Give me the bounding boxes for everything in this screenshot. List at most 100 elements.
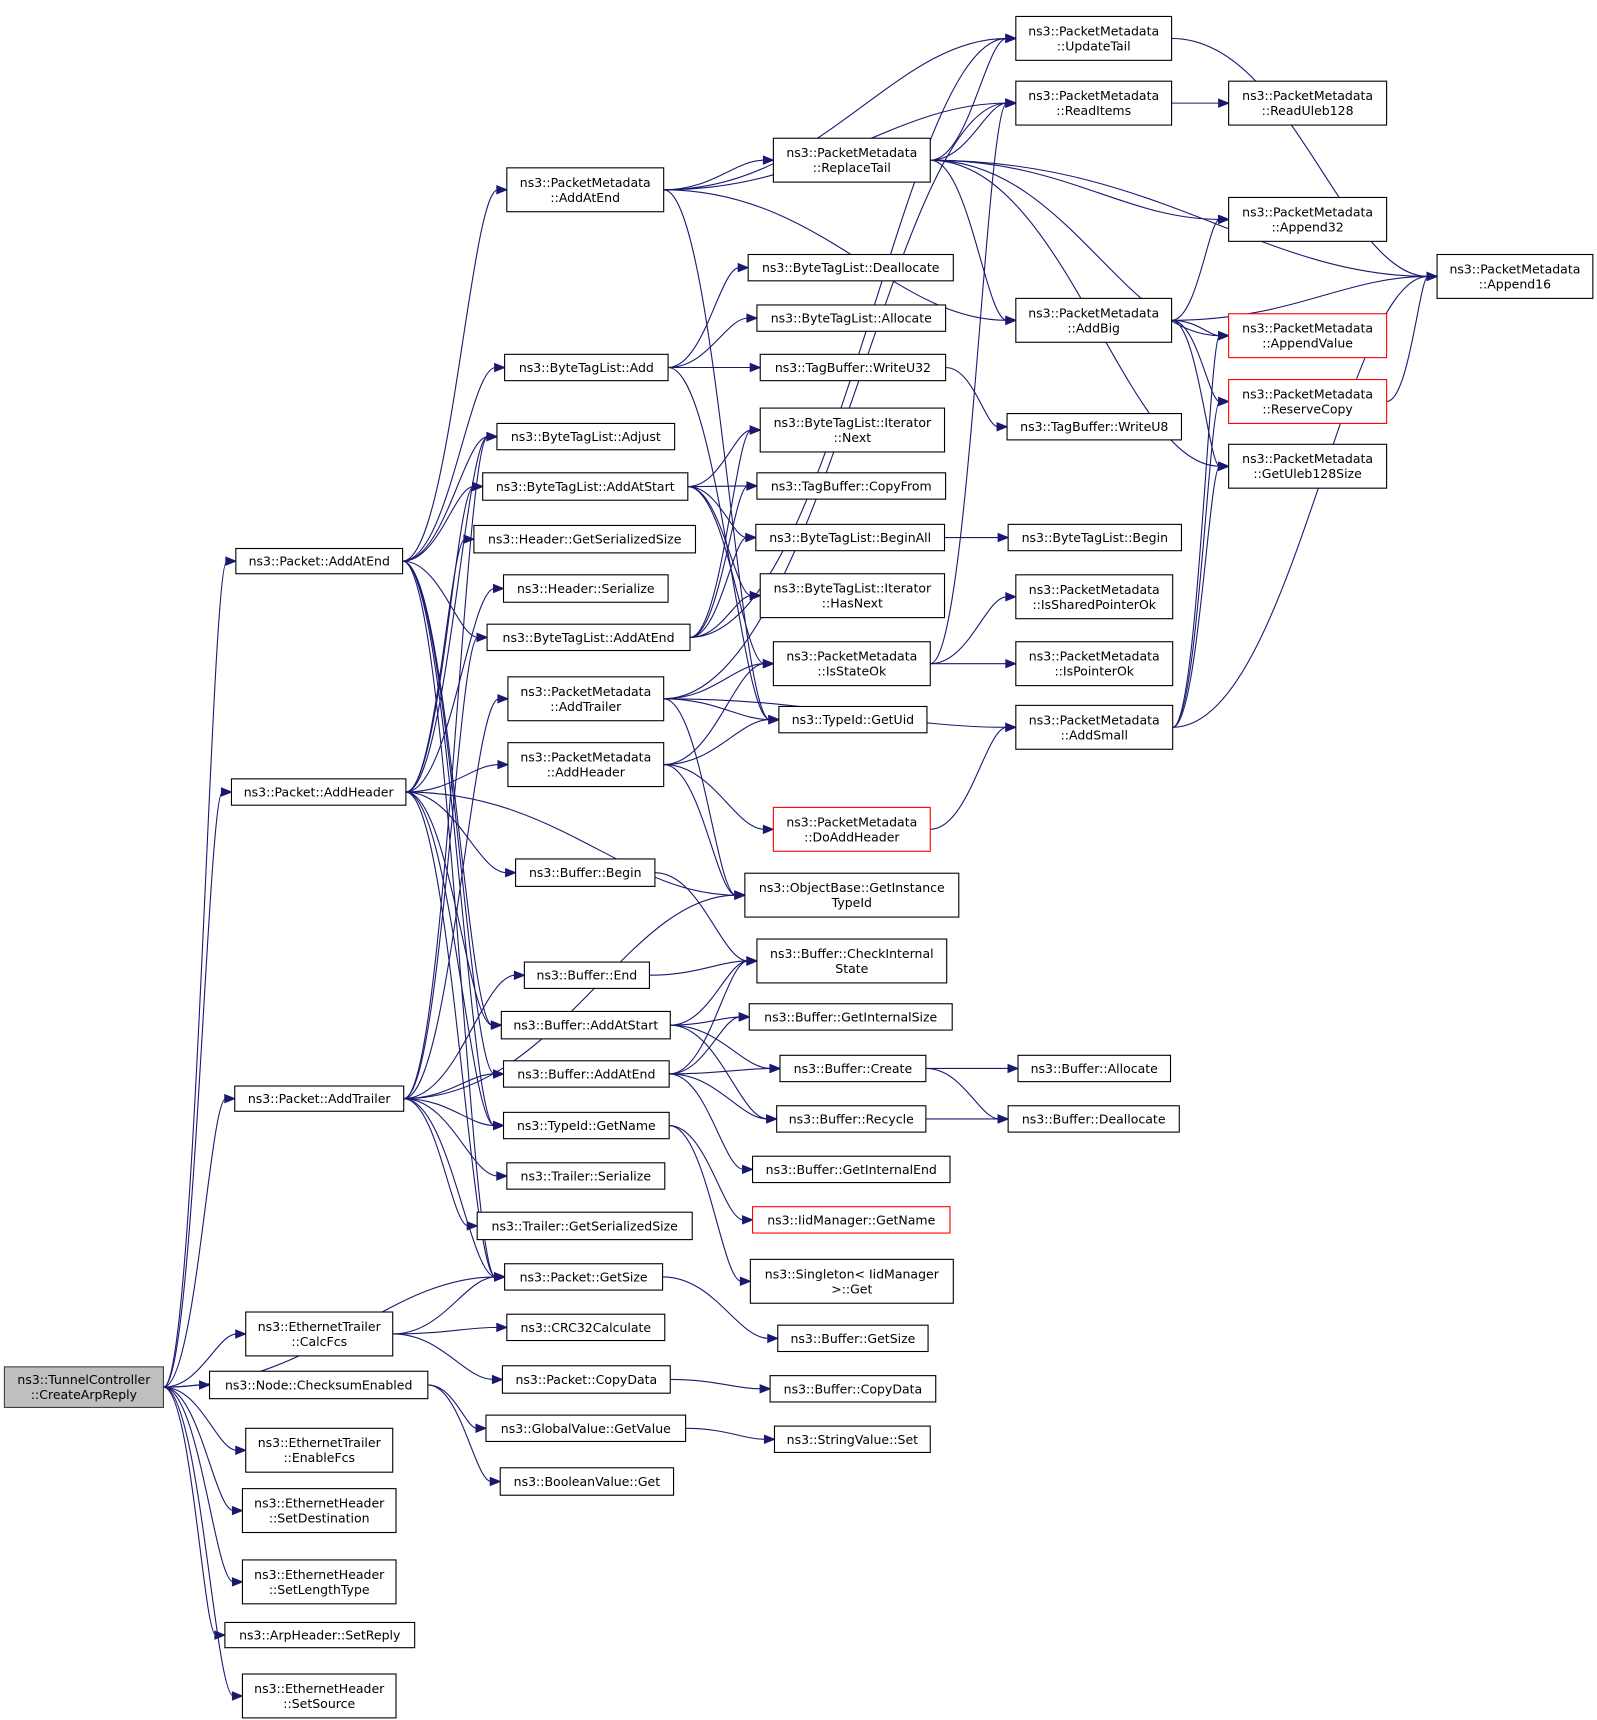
node-label: ns3::Buffer::Begin: [529, 865, 642, 880]
node-pm-getulebsize[interactable]: ns3::PacketMetadata::GetUleb128Size: [1228, 443, 1388, 489]
node-pm-readuleb[interactable]: ns3::PacketMetadata::ReadUleb128: [1228, 80, 1388, 126]
node-pm-reservecopy[interactable]: ns3::PacketMetadata::ReserveCopy: [1228, 379, 1388, 424]
node-pm-isptrok[interactable]: ns3::PacketMetadata::IsPointerOk: [1015, 641, 1174, 687]
node-ethh-setsrc[interactable]: ns3::EthernetHeader::SetSource: [241, 1673, 397, 1719]
arrowhead-icon: [497, 759, 510, 770]
node-buf-allocate[interactable]: ns3::Buffer::Allocate: [1017, 1054, 1172, 1083]
node-pm-readitems[interactable]: ns3::PacketMetadata::ReadItems: [1015, 80, 1173, 126]
node-buf-recycle[interactable]: ns3::Buffer::Recycle: [776, 1105, 927, 1133]
node-pm-addsmall[interactable]: ns3::PacketMetadata::AddSmall: [1015, 704, 1174, 750]
node-trl-serialize[interactable]: ns3::Trailer::Serialize: [506, 1162, 666, 1190]
arrowhead-icon: [1005, 658, 1018, 669]
node-box: [759, 353, 947, 382]
node-pm-addbig[interactable]: ns3::PacketMetadata::AddBig: [1015, 297, 1173, 343]
arrowhead-icon: [496, 1322, 509, 1333]
node-buf-addatend[interactable]: ns3::Buffer::AddAtEnd: [502, 1060, 670, 1088]
node-pm-addtrailer[interactable]: ns3::PacketMetadata::AddTrailer: [507, 676, 665, 722]
node-hdr-getsersize[interactable]: ns3::Header::GetSerializedSize: [473, 524, 697, 554]
node-box: [776, 1105, 927, 1133]
node-tid-getname[interactable]: ns3::TypeId::GetName: [502, 1111, 670, 1140]
node-bv-get[interactable]: ns3::BooleanValue::Get: [499, 1467, 675, 1496]
node-iid-getname[interactable]: ns3::IidManager::GetName: [751, 1206, 951, 1234]
node-pm-addatend[interactable]: ns3::PacketMetadata::AddAtEnd: [506, 167, 665, 213]
edge-line: [403, 698, 500, 1100]
node-btl-add[interactable]: ns3::ByteTagList::Add: [504, 353, 669, 382]
node-pm-addheader[interactable]: ns3::PacketMetadata::AddHeader: [507, 742, 665, 788]
node-buf-getintend[interactable]: ns3::Buffer::GetInternalEnd: [751, 1155, 951, 1184]
node-buf-begin[interactable]: ns3::Buffer::Begin: [515, 858, 656, 887]
node-label: ns3::TypeId::GetUid: [792, 712, 914, 727]
node-crc32[interactable]: ns3::CRC32Calculate: [506, 1313, 666, 1342]
edge-line: [427, 1384, 492, 1483]
node-tb-writeu8[interactable]: ns3::TagBuffer::WriteU8: [1006, 413, 1183, 441]
node-buf-getintsize[interactable]: ns3::Buffer::GetInternalSize: [748, 1003, 953, 1031]
node-btl-dealloc[interactable]: ns3::ByteTagList::Deallocate: [747, 253, 954, 282]
node-pm-isstateok[interactable]: ns3::PacketMetadata::IsStateOk: [772, 641, 931, 687]
node-buf-end[interactable]: ns3::Buffer::End: [523, 961, 650, 989]
node-buf-getsize[interactable]: ns3::Buffer::GetSize: [777, 1324, 929, 1353]
edge-line: [163, 1386, 217, 1636]
node-node-checksum[interactable]: ns3::Node::ChecksumEnabled: [208, 1370, 429, 1400]
node-ethh-setlen[interactable]: ns3::EthernetHeader::SetLengthType: [241, 1559, 397, 1605]
edge-line: [1171, 218, 1220, 321]
node-box: [473, 524, 697, 554]
node-buf-addatstart[interactable]: ns3::Buffer::AddAtStart: [500, 1010, 671, 1040]
node-sv-set[interactable]: ns3::StringValue::Set: [773, 1425, 931, 1453]
edge-line: [405, 538, 466, 793]
node-box: [769, 1375, 937, 1403]
node-btl-adjust[interactable]: ns3::ByteTagList::Adjust: [496, 422, 676, 451]
edge-line: [669, 1124, 742, 1282]
node-hdr-serialize[interactable]: ns3::Header::Serialize: [502, 574, 669, 603]
node-label: ns3::TagBuffer::WriteU8: [1020, 419, 1168, 434]
node-pm-issharedptrok[interactable]: ns3::PacketMetadata::IsSharedPointerOk: [1015, 574, 1174, 620]
node-btl-begin[interactable]: ns3::ByteTagList::Begin: [1007, 523, 1183, 552]
node-trl-getsersize[interactable]: ns3::Trailer::GetSerializedSize: [476, 1211, 693, 1241]
node-pkt-addatend[interactable]: ns3::Packet::AddAtEnd: [235, 547, 404, 575]
node-root[interactable]: ns3::TunnelController::CreateArpReply: [3, 1366, 165, 1409]
node-singleton-get[interactable]: ns3::Singleton< IidManager>::Get: [749, 1258, 954, 1304]
node-box: [772, 137, 931, 183]
node-label: ::SetLengthType: [269, 1582, 370, 1597]
node-box: [1228, 196, 1388, 242]
node-gv-getvalue[interactable]: ns3::GlobalValue::GetValue: [485, 1414, 687, 1443]
node-pm-append32[interactable]: ns3::PacketMetadata::Append32: [1228, 196, 1388, 242]
node-buf-create[interactable]: ns3::Buffer::Create: [779, 1054, 927, 1083]
node-tb-writeu32[interactable]: ns3::TagBuffer::WriteU32: [759, 353, 947, 382]
arrowhead-icon: [742, 1164, 754, 1175]
node-pm-appendvalue[interactable]: ns3::PacketMetadata::AppendValue: [1228, 313, 1388, 359]
node-btl-alloc[interactable]: ns3::ByteTagList::Allocate: [756, 304, 947, 332]
node-btl-it-hasnext[interactable]: ns3::ByteTagList::Iterator::HasNext: [759, 573, 946, 619]
node-btl-addatstart[interactable]: ns3::ByteTagList::AddAtStart: [482, 472, 689, 501]
node-pkt-addheader[interactable]: ns3::Packet::AddHeader: [230, 778, 407, 806]
node-box: [759, 407, 946, 453]
edge-line: [654, 872, 748, 962]
arrowhead-icon: [1218, 396, 1230, 407]
node-pm-append16[interactable]: ns3::PacketMetadata::Append16: [1436, 253, 1594, 299]
node-buf-copydata[interactable]: ns3::Buffer::CopyData: [769, 1375, 937, 1403]
edge-pkt_addheader-to-buf_addatstart: [405, 791, 503, 1030]
node-box: [1228, 443, 1388, 489]
edge-gv_getvalue-to-sv_set: [685, 1427, 776, 1445]
node-eth-enablefcs[interactable]: ns3::EthernetTrailer::EnableFcs: [245, 1427, 394, 1473]
node-buf-deallocate[interactable]: ns3::Buffer::Deallocate: [1007, 1105, 1180, 1133]
node-tb-copyfrom[interactable]: ns3::TagBuffer::CopyFrom: [756, 472, 947, 500]
node-ethh-setdest[interactable]: ns3::EthernetHeader::SetDestination: [241, 1488, 397, 1534]
node-pkt-getsize[interactable]: ns3::Packet::GetSize: [504, 1263, 664, 1291]
node-label: ::HasNext: [822, 596, 883, 611]
node-btl-beginall[interactable]: ns3::ByteTagList::BeginAll: [755, 523, 946, 552]
node-btl-it-next[interactable]: ns3::ByteTagList::Iterator::Next: [759, 407, 946, 453]
node-pm-updatetail[interactable]: ns3::PacketMetadata::UpdateTail: [1015, 15, 1173, 61]
node-arp-setreply[interactable]: ns3::ArpHeader::SetReply: [224, 1621, 416, 1649]
node-eth-calcfcs[interactable]: ns3::EthernetTrailer::CalcFcs: [245, 1311, 394, 1357]
node-pm-replacetail[interactable]: ns3::PacketMetadata::ReplaceTail: [772, 137, 931, 183]
edge-eth_calcfcs-to-pkt_getsize: [392, 1272, 506, 1335]
node-pkt-copydata[interactable]: ns3::Packet::CopyData: [501, 1365, 671, 1394]
node-pkt-addtrailer[interactable]: ns3::Packet::AddTrailer: [234, 1085, 405, 1112]
arrowhead-icon: [739, 1276, 752, 1287]
node-pm-doaddheader[interactable]: ns3::PacketMetadata::DoAddHeader: [772, 806, 931, 852]
node-tid-getuid[interactable]: ns3::TypeId::GetUid: [778, 705, 928, 734]
edge-line: [402, 560, 495, 1075]
node-btl-addatend[interactable]: ns3::ByteTagList::AddAtEnd: [486, 623, 691, 652]
